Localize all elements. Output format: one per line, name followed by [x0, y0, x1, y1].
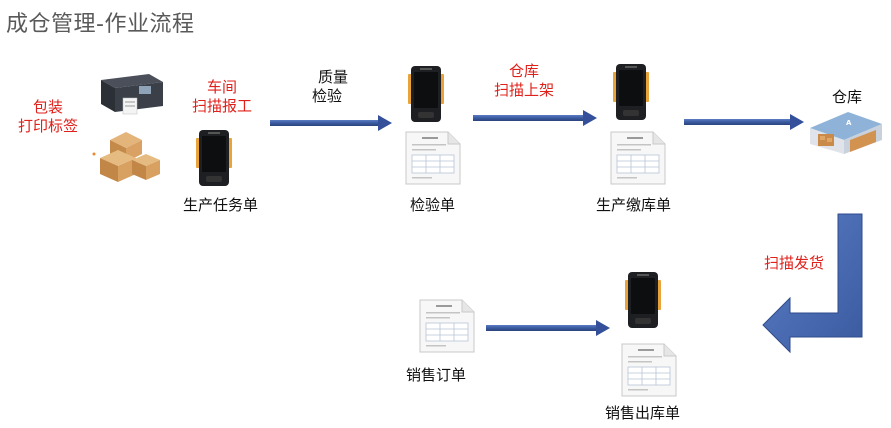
warehouse-shelve-step: 仓库 扫描上架	[482, 62, 566, 100]
warehouse-label: 仓库	[832, 88, 863, 106]
bent-down-left-arrow	[762, 213, 863, 354]
document-icon	[405, 131, 461, 185]
document-icon	[419, 299, 475, 353]
sales-order-label: 销售订单	[406, 366, 467, 384]
pack-label-line1: 包装	[32, 98, 63, 116]
scan-ship-label: 扫描发货	[764, 254, 825, 272]
production-task-label: 生产任务单	[183, 196, 259, 214]
svg-text:A: A	[846, 119, 852, 127]
qc-label-line1: 质量	[318, 68, 349, 86]
qc-label-line2: 检验	[312, 87, 343, 105]
quality-inspection-step: 质量 检验	[312, 68, 348, 106]
shelve-label-line1: 仓库	[508, 62, 539, 80]
pack-label-line2: 打印标签	[17, 117, 78, 135]
flow-arrow-4	[486, 320, 610, 336]
handheld-scanner-icon	[625, 272, 661, 328]
flow-arrow-2	[473, 110, 597, 126]
handheld-scanner-icon	[196, 130, 232, 186]
pack-print-label-step: 包装 打印标签	[12, 98, 84, 136]
warehouse-icon: A	[810, 112, 882, 154]
sales-outbound-label: 销售出库单	[605, 404, 681, 422]
workshop-scan-step: 车间 扫描报工	[180, 78, 264, 116]
flow-arrow-1	[270, 115, 392, 131]
page-title: 成仓管理-作业流程	[6, 12, 195, 37]
handheld-scanner-icon	[613, 64, 649, 120]
production-receipt-label: 生产缴库单	[596, 196, 672, 214]
inspection-doc-label: 检验单	[410, 196, 456, 214]
workshop-label-line1: 车间	[206, 78, 237, 96]
shelve-label-line2: 扫描上架	[493, 81, 554, 99]
document-icon	[621, 343, 677, 397]
boxes-icon	[92, 132, 160, 182]
document-icon	[610, 131, 666, 185]
label-printer-icon	[101, 74, 163, 115]
flow-arrow-3	[684, 114, 804, 130]
handheld-scanner-icon	[408, 66, 444, 122]
workshop-label-line2: 扫描报工	[191, 97, 252, 115]
